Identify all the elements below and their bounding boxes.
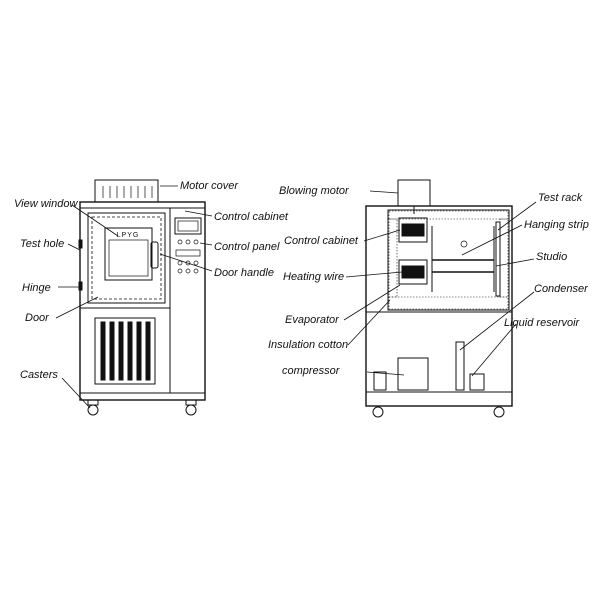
caster-left	[372, 406, 384, 418]
hinge-lower	[78, 281, 83, 291]
control-panel	[174, 217, 202, 274]
cabinet-body	[79, 201, 206, 401]
label-door-handle: Door handle	[214, 267, 274, 279]
view-window: LPYG	[104, 227, 153, 281]
label-motor-cover: Motor cover	[180, 180, 239, 192]
label-casters: Casters	[20, 369, 58, 381]
label-control-cabinet-right: Control cabinet	[284, 235, 359, 247]
label-control-panel: Control panel	[214, 241, 280, 253]
window-lettering: LPYG	[117, 232, 140, 239]
condenser	[455, 341, 465, 391]
studio	[431, 226, 495, 292]
liquid-reservoir	[469, 373, 485, 391]
label-heating-wire: Heating wire	[283, 271, 344, 283]
compressor	[397, 357, 429, 391]
label-hanging-strip: Hanging strip	[524, 219, 589, 231]
label-control-cabinet: Control cabinet	[214, 211, 289, 223]
label-blowing-motor: Blowing motor	[279, 185, 350, 197]
door	[87, 212, 166, 304]
label-condenser: Condenser	[534, 283, 589, 295]
caster-right	[493, 406, 505, 418]
label-door: Door	[25, 312, 50, 324]
internal-view: Blowing motor Test rack Hanging strip Co…	[268, 179, 589, 418]
hinge-upper	[78, 239, 83, 249]
label-liquid-reservoir: Liquid reservoir	[504, 317, 581, 329]
hanging-strip	[495, 221, 501, 297]
label-evaporator: Evaporator	[285, 314, 340, 326]
label-studio: Studio	[536, 251, 567, 263]
label-insulation-cotton: Insulation cotton	[268, 339, 348, 351]
lower-grille	[94, 317, 156, 385]
evaporator	[401, 265, 425, 279]
heating-wire	[401, 223, 425, 237]
label-test-rack: Test rack	[538, 192, 583, 204]
label-view-window: View window	[14, 198, 78, 210]
motor-cover	[94, 179, 159, 203]
label-compressor: compressor	[282, 365, 341, 377]
door-handle	[150, 241, 159, 269]
label-test-hole: Test hole	[20, 238, 64, 250]
label-hinge: Hinge	[22, 282, 51, 294]
blowing-motor	[397, 179, 431, 207]
casters	[87, 399, 197, 416]
external-view: LPYG	[14, 179, 289, 416]
